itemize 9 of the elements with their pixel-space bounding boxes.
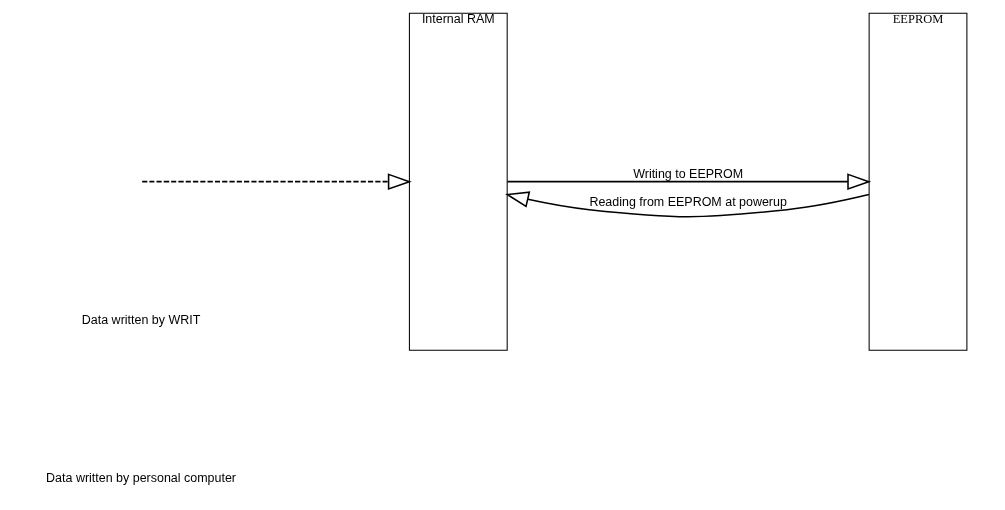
edge-label: Reading from EEPROM at powerup: [589, 194, 787, 209]
label: Data written by WRIT: [81, 312, 201, 327]
arrow: [505, 190, 870, 217]
arrow: [506, 172, 872, 190]
label: Data written by personal computer: [46, 470, 237, 485]
node-box: Internal RAM: [408, 12, 508, 351]
edge-label: Writing to EEPROM: [633, 166, 744, 181]
node-box: EEPROM: [868, 12, 968, 351]
arrow: [141, 172, 412, 190]
